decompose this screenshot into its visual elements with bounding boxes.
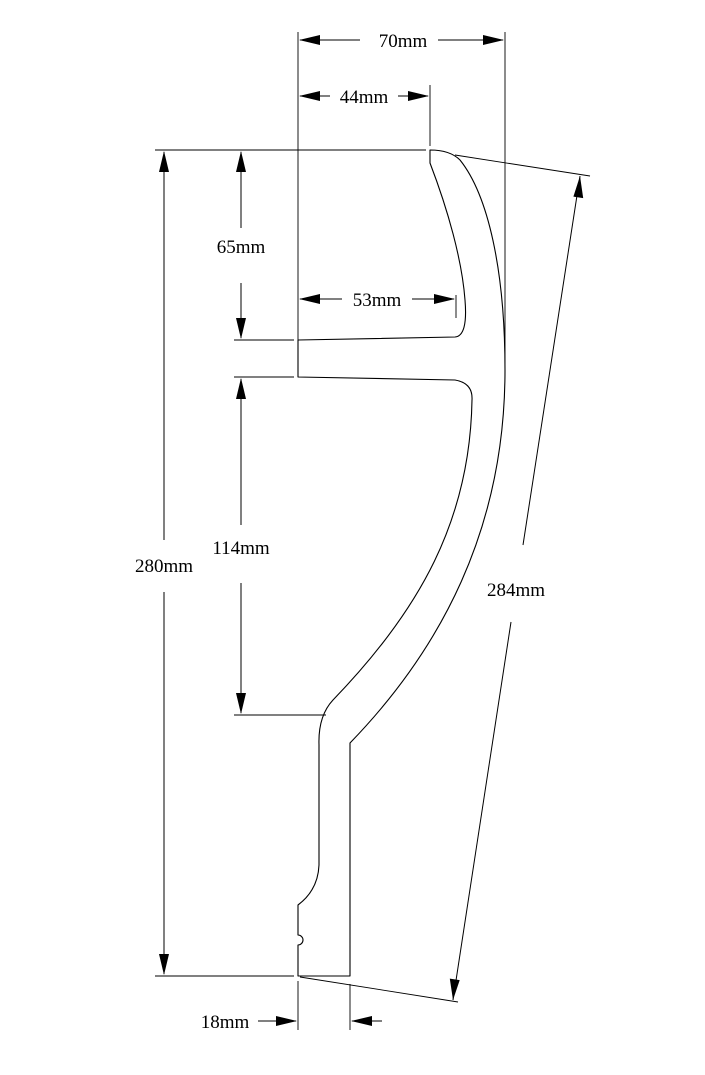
dimension-total-width: 70mm <box>299 31 504 52</box>
profile-outline <box>297 149 506 977</box>
dimension-label: 284mm <box>487 580 545 601</box>
dimension-base-width: 18mm <box>201 1012 382 1033</box>
dimension-top-offset: 44mm <box>299 87 429 108</box>
dimension-ledge-width: 53mm <box>299 290 455 311</box>
extension-line <box>454 154 591 177</box>
dimension-top-section-height: 65mm <box>217 151 266 339</box>
dimension-label: 65mm <box>217 237 266 258</box>
dimension-label: 44mm <box>340 87 389 108</box>
dimension-label: 114mm <box>212 538 270 559</box>
extension-line <box>299 976 459 1003</box>
dimension-middle-section-height: 114mm <box>212 378 270 714</box>
dimension-label: 70mm <box>379 31 428 52</box>
dimension-total-height: 280mm <box>135 151 193 975</box>
dimension-label: 280mm <box>135 556 193 577</box>
dimension-label: 18mm <box>201 1012 250 1033</box>
dimension-diagonal-length: 284mm <box>449 175 584 1001</box>
dimension-label: 53mm <box>353 290 402 311</box>
